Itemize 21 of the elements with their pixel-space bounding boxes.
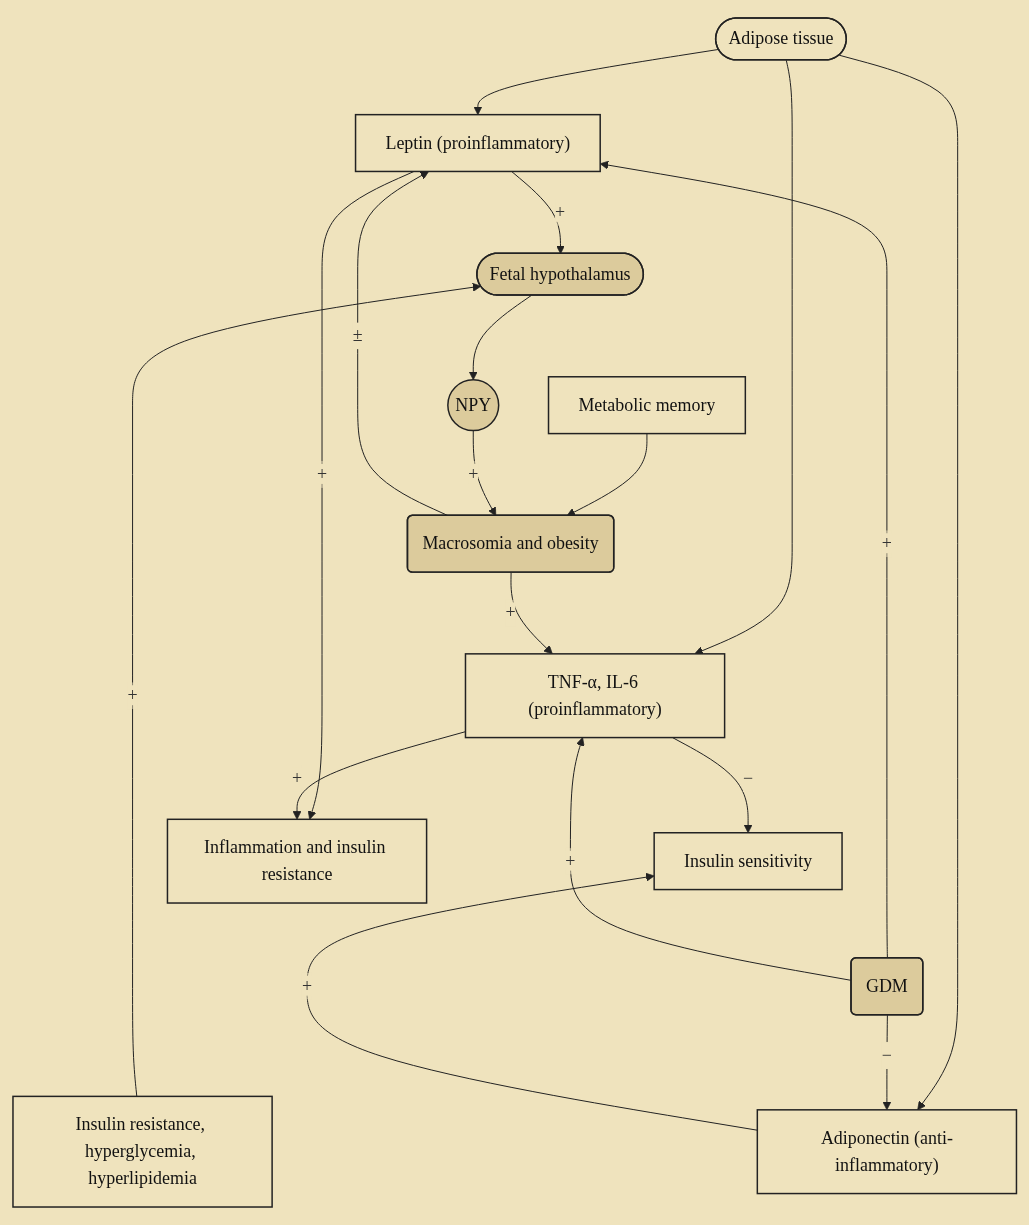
edge-label: − bbox=[742, 767, 753, 788]
node-box: Metabolic memory bbox=[547, 376, 746, 435]
node-box: Insulin sensitivity bbox=[653, 832, 843, 891]
node-box: Leptin (proinflammatory) bbox=[354, 113, 601, 173]
node-box: Inflammation and insulin resistance bbox=[166, 818, 428, 904]
edge-label: + bbox=[291, 767, 302, 788]
edge-label: − bbox=[881, 1045, 892, 1065]
edge-label: + bbox=[127, 685, 138, 706]
edge-label: + bbox=[316, 463, 327, 484]
edge-label: + bbox=[505, 602, 516, 623]
edge-label: + bbox=[301, 975, 312, 996]
edge-label: ± bbox=[352, 325, 363, 346]
node-box: Insulin resistance, hyperglycemia, hyperlipidemia bbox=[12, 1095, 273, 1208]
edge-label: + bbox=[554, 201, 565, 222]
node-box: TNF-α, IL-6 (proinflammatory) bbox=[464, 653, 726, 739]
node-box: Adiponectin (anti-inflammatory) bbox=[756, 1109, 1017, 1195]
arrow bbox=[510, 572, 553, 655]
edge-label: + bbox=[467, 463, 479, 484]
node-circle: NPY bbox=[446, 379, 500, 432]
edge-label: + bbox=[565, 850, 576, 871]
edge-label: + bbox=[881, 533, 892, 554]
